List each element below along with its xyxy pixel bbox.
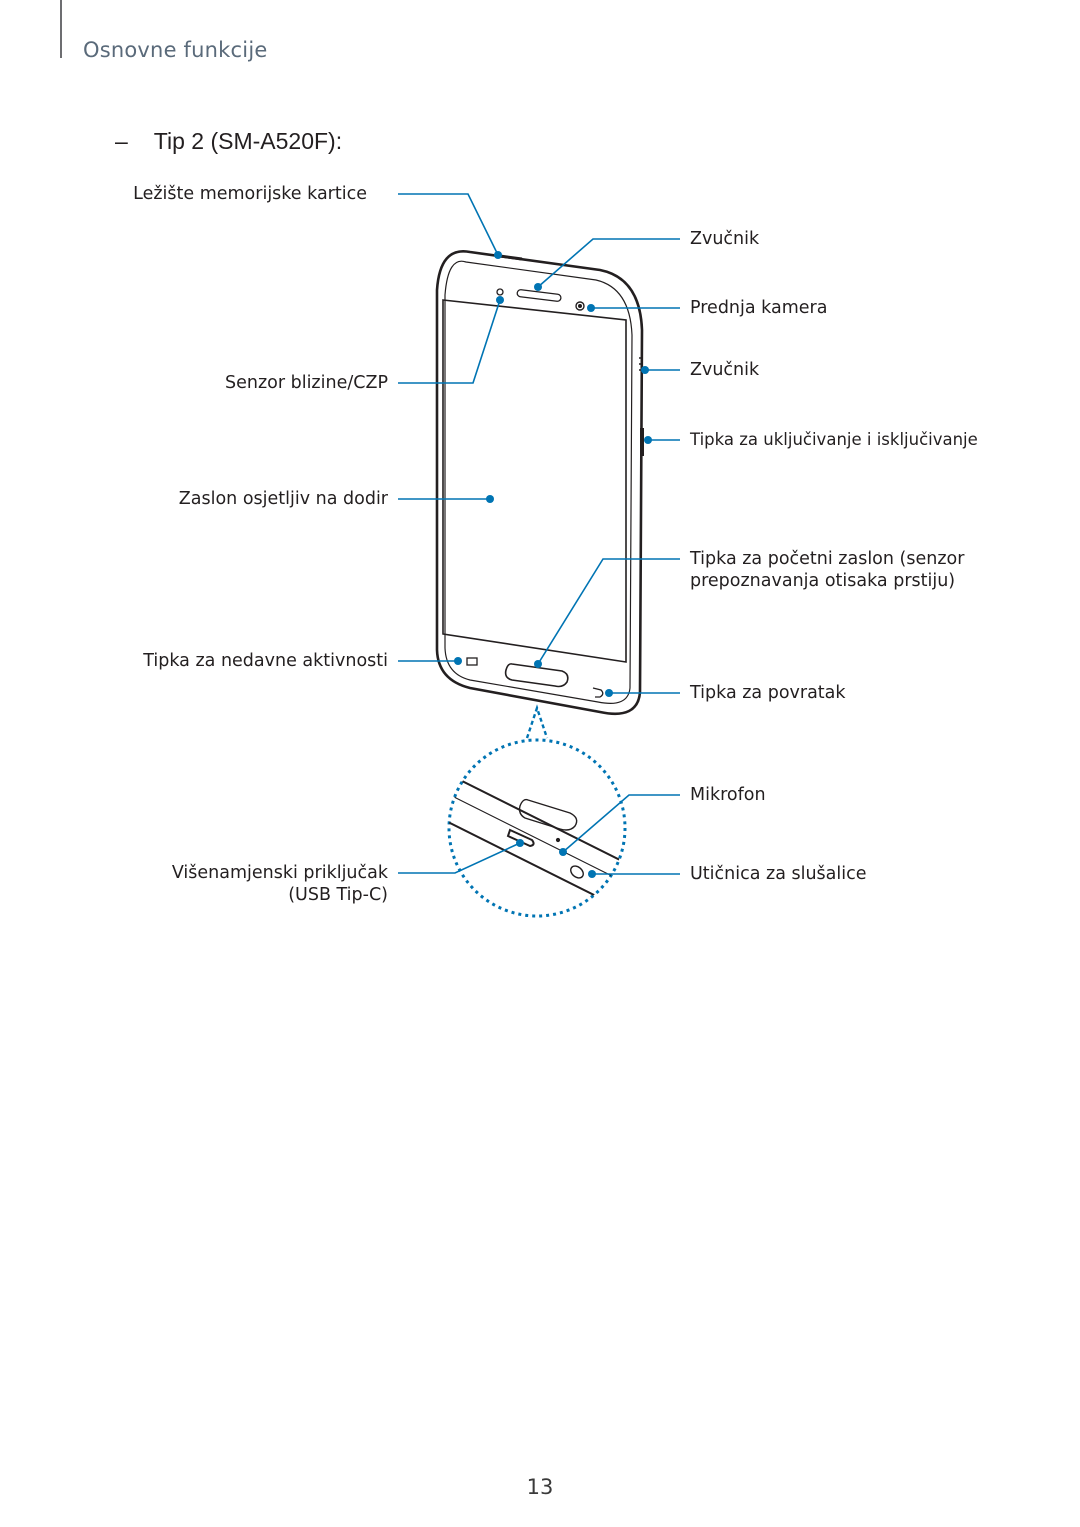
zoom-detail	[447, 704, 627, 918]
label-speaker-side: Zvučnik	[690, 360, 760, 380]
label-touchscreen: Zaslon osjetljiv na dodir	[178, 489, 388, 509]
label-speaker-top: Zvučnik	[690, 229, 760, 249]
label-power-key: Tipka za uključivanje i isključivanje	[690, 430, 978, 449]
label-headset-jack: Utičnica za slušalice	[690, 864, 867, 884]
label-microphone: Mikrofon	[690, 785, 766, 805]
label-recent-apps: Tipka za nedavne aktivnosti	[143, 651, 388, 671]
phone-illustration	[435, 249, 644, 716]
subsection-title-text: Tip 2 (SM-A520F):	[153, 128, 343, 154]
label-proximity-sensor: Senzor blizine/CZP	[224, 373, 388, 393]
label-usb-port: Višenamjenski priključak (USB Tip-C)	[171, 863, 388, 905]
section-header: Osnovne funkcije	[83, 38, 268, 62]
label-home-key: Tipka za početni zaslon (senzor prepozna…	[690, 549, 965, 591]
page-number: 13	[526, 1475, 554, 1499]
margin-rule	[60, 0, 62, 58]
label-back-key: Tipka za povratak	[690, 683, 846, 703]
label-front-camera: Prednja kamera	[690, 298, 828, 318]
callouts	[398, 193, 680, 878]
subsection-title: –Tip 2 (SM-A520F):	[115, 128, 342, 155]
subsection-dash: –	[115, 128, 128, 154]
label-memory-card: Ležište memorijske kartice	[133, 184, 367, 204]
